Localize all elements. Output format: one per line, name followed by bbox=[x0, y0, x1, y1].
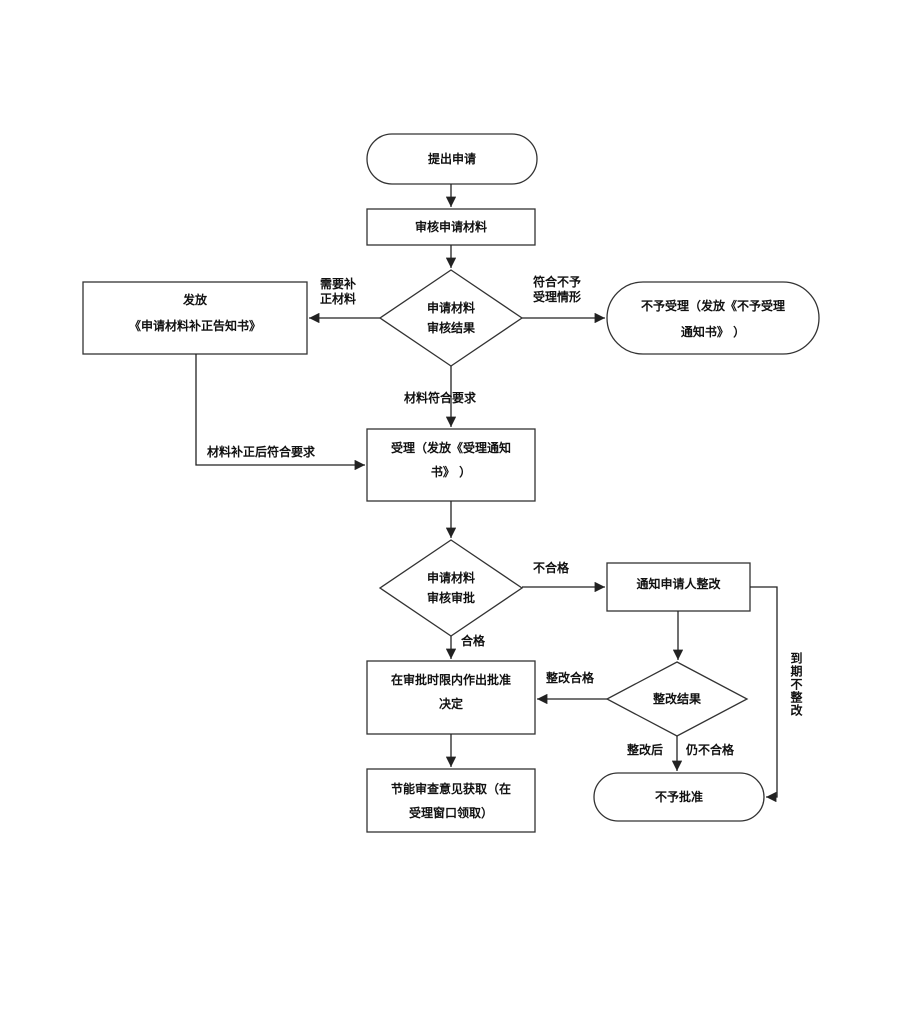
label-collect-opinion-line2: 受理窗口领取） bbox=[408, 806, 493, 820]
label-review-materials: 审核申请材料 bbox=[414, 220, 487, 234]
node-notify-rectify bbox=[606, 562, 751, 612]
node-collect-opinion bbox=[366, 768, 536, 833]
node-not-approved bbox=[593, 772, 765, 822]
edge-label-after-rectify: 整改后 bbox=[627, 743, 664, 757]
label-accept-line2: 书》 ） bbox=[430, 465, 472, 479]
label-collect-opinion-line1: 节能审查意见获取（在 bbox=[390, 782, 511, 796]
edge-due-no-rectify bbox=[750, 586, 778, 803]
label-decision-line1: 在审批时限内作出批准 bbox=[390, 673, 511, 687]
edge-label-still-unqualified: 仍不合格 bbox=[686, 743, 735, 757]
label-notify-rectify: 通知申请人整改 bbox=[636, 577, 721, 591]
node-reject-notice bbox=[606, 281, 820, 355]
node-review-materials bbox=[366, 208, 536, 246]
label-issue-correction-line1: 发放 bbox=[182, 293, 207, 307]
edge-label-rectify-qualified: 整改合格 bbox=[546, 671, 595, 685]
node-accept bbox=[366, 428, 536, 502]
label-review-result-line2: 审核结果 bbox=[426, 321, 475, 335]
label-not-approved: 不予批准 bbox=[654, 790, 703, 804]
edge-label-due-no-rectify: 到期不整改 bbox=[789, 652, 803, 717]
node-submit bbox=[366, 133, 538, 185]
edge-label-unqualified: 不合格 bbox=[533, 561, 570, 575]
edge-label-corrected-ok: 材料补正后符合要求 bbox=[207, 445, 316, 459]
edge-label-need-correction-line2: 正材料 bbox=[320, 292, 357, 306]
edge-label-not-eligible-line2: 受理情形 bbox=[533, 290, 582, 304]
label-decision-line2: 决定 bbox=[438, 697, 463, 711]
label-rectify-result: 整改结果 bbox=[652, 692, 701, 706]
label-submit: 提出申请 bbox=[427, 152, 476, 166]
node-decision bbox=[366, 660, 536, 735]
label-reject-notice-line2: 通知书》 ） bbox=[680, 325, 746, 339]
edge-label-not-eligible-line1: 符合不予 bbox=[533, 275, 582, 289]
label-approval-review-line2: 审核审批 bbox=[426, 591, 475, 605]
label-review-result-line1: 申请材料 bbox=[426, 301, 475, 315]
edge-label-need-correction-line1: 需要补 bbox=[320, 277, 357, 291]
label-reject-notice-line1: 不予受理（发放《不予受理 bbox=[640, 299, 785, 313]
edge-label-qualified: 合格 bbox=[461, 634, 486, 648]
label-accept-line1: 受理（发放《受理通知 bbox=[390, 441, 511, 455]
label-issue-correction-line2: 《申请材料补正告知书》 bbox=[128, 319, 261, 333]
label-approval-review-line1: 申请材料 bbox=[426, 571, 475, 585]
node-issue-correction bbox=[82, 281, 308, 355]
edge-label-meets-requirements: 材料符合要求 bbox=[404, 391, 477, 405]
edge-corrected-ok bbox=[195, 354, 365, 471]
